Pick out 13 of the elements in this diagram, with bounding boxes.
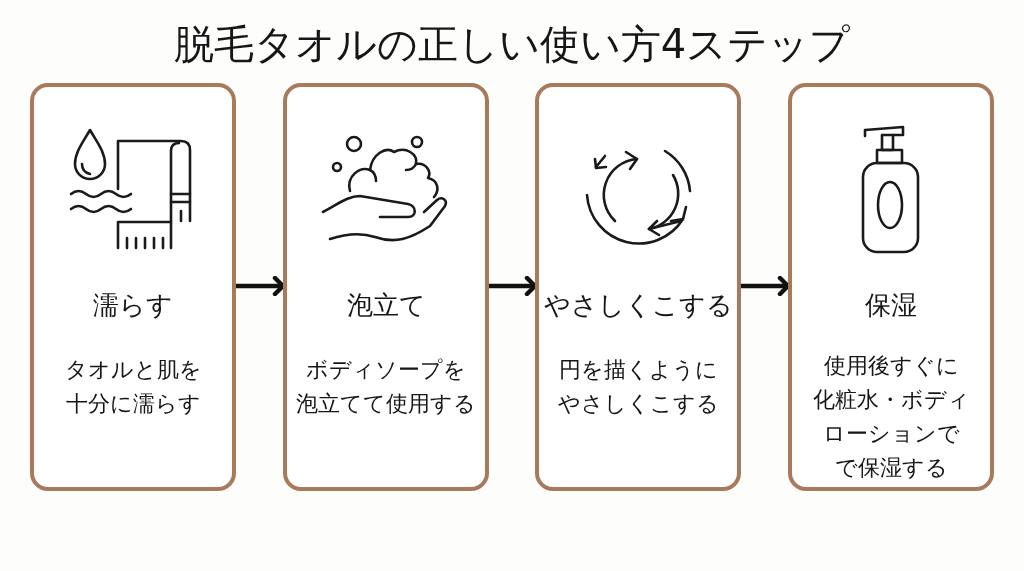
step-description: 使用後すぐに化粧水・ボディローションでで保湿する — [811, 352, 971, 482]
step-description: 円を描くようにやさしくこする — [556, 356, 720, 418]
step-heading: やさしくこする — [543, 289, 733, 322]
step-heading: 保湿 — [864, 289, 918, 322]
step-description: ボディソープを泡立てて使用する — [295, 356, 477, 418]
step-heading: 泡立て — [345, 289, 427, 322]
diagram-title: 脱毛タオルの正しい使い方4ステップ — [172, 20, 852, 69]
step-card — [283, 83, 489, 491]
step-description: タオルと肌を十分に濡らす — [63, 356, 203, 418]
step-card — [535, 83, 741, 491]
step-heading: 濡らす — [92, 289, 174, 322]
step-card — [788, 83, 994, 491]
step-card — [30, 83, 236, 491]
